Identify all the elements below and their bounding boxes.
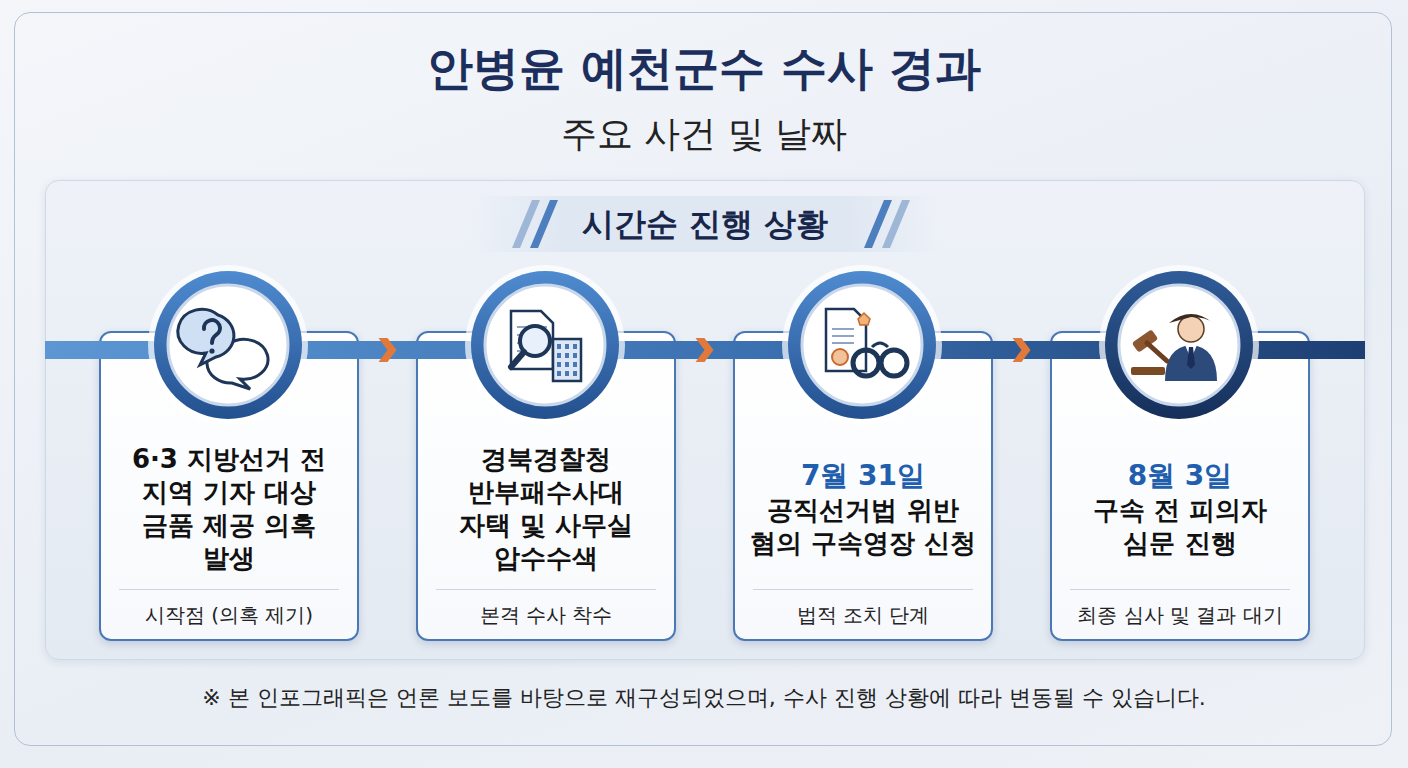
connector-line (676, 341, 733, 359)
handcuff-ring (853, 350, 879, 376)
magnifier-handle (511, 352, 524, 367)
event-card: 시작점 (의혹 제기) 6·3 지방선거 전 지역 기자 대상 금품 제공 의혹 … (99, 331, 359, 641)
arrow-chevron (696, 338, 714, 362)
document-line (832, 328, 854, 330)
circle-halo (1099, 265, 1259, 425)
document-line (832, 335, 854, 337)
connector-line (993, 341, 1050, 359)
document-line (517, 350, 547, 352)
building-window (573, 362, 577, 367)
arrow-chevron (1013, 338, 1031, 362)
handcuff-chain (872, 343, 888, 347)
circle-inner (1119, 285, 1239, 405)
icon-circle (465, 265, 625, 425)
document-line (517, 342, 547, 344)
event-text: 경북경찰청 반부패수사대 자택 및 사무실 압수수색 (455, 443, 637, 575)
card-body: 7월 31일공직선거법 위반 혐의 구속영장 신청 (735, 429, 991, 589)
event-text: 공직선거법 위반 혐의 구속영장 신청 (747, 494, 979, 560)
circle-ring (788, 271, 936, 419)
card-body: 경북경찰청 반부패수사대 자택 및 사무실 압수수색 (418, 429, 674, 589)
document-line (517, 326, 547, 328)
stage-label: 최종 심사 및 결과 대기 (1070, 589, 1290, 640)
building-window (565, 353, 569, 358)
event-card: 최종 심사 및 결과 대기8월 3일구속 전 피의자 심문 진행 (1050, 331, 1310, 641)
circle-halo (782, 265, 942, 425)
stage-label: 본격 수사 착수 (436, 589, 656, 640)
document-icon (826, 309, 866, 371)
slash-mark (882, 200, 910, 248)
gavel-handle (1147, 343, 1167, 361)
card-body: 6·3 지방선거 전 지역 기자 대상 금품 제공 의혹 발생 (101, 429, 357, 589)
band-bar (45, 341, 1365, 359)
flow-connector (676, 338, 733, 362)
circle-inner (802, 285, 922, 405)
person-tie (1187, 347, 1195, 369)
circle-ring (154, 271, 302, 419)
building-window (565, 344, 569, 349)
building-window (565, 371, 569, 376)
event-card: 법적 조치 단계7월 31일공직선거법 위반 혐의 구속영장 신청 (733, 331, 993, 641)
document-icon (511, 311, 553, 369)
event-text: 6·3 지방선거 전 지역 기자 대상 금품 제공 의혹 발생 (113, 443, 345, 575)
timeline-panel: 시간순 진행 상황시작점 (의혹 제기) 6·3 지방선거 전 지역 기자 대상 … (45, 180, 1365, 660)
building-window (573, 371, 577, 376)
question-symbol (204, 320, 220, 343)
building-window (573, 344, 577, 349)
circle-halo (148, 265, 308, 425)
building-window (557, 371, 561, 376)
building-icon (553, 339, 581, 381)
event-date: 8월 3일 (1128, 458, 1233, 494)
circle-halo (465, 265, 625, 425)
person-body (1165, 345, 1217, 381)
speech-bubble (207, 339, 268, 389)
main-title: 안병윤 예천군수 수사 경과 (0, 38, 1408, 98)
card-body: 8월 3일구속 전 피의자 심문 진행 (1052, 429, 1308, 589)
circle-inner (168, 285, 288, 405)
event-date: 7월 31일 (801, 458, 925, 494)
stage-label: 법적 조치 단계 (753, 589, 973, 640)
person-shirt (1185, 345, 1197, 359)
seal-mark (832, 349, 848, 365)
stage-label: 시작점 (의혹 제기) (119, 589, 339, 640)
speech-bubble (178, 309, 234, 365)
circle-inner (485, 285, 605, 405)
circle-ring (471, 271, 619, 419)
document-line (517, 334, 547, 336)
icon-circle (782, 265, 942, 425)
connector-line (359, 341, 416, 359)
slash-mark (864, 200, 892, 248)
arrow-chevron (379, 338, 397, 362)
building-window (557, 344, 561, 349)
person-head (1178, 316, 1204, 342)
building-window (565, 362, 569, 367)
flow-connector (359, 338, 416, 362)
document-line (832, 342, 854, 344)
slash-mark (530, 200, 558, 248)
handcuff-ring (881, 350, 907, 376)
gavel-head (1132, 329, 1159, 353)
question-dot (209, 348, 214, 353)
footnote-caption: ※ 본 인포그래픽은 언론 보도를 바탕으로 재구성되었으며, 수사 진행 상황… (0, 682, 1408, 714)
building-window (557, 353, 561, 358)
panel-heading: 시간순 진행 상황 (46, 199, 1364, 249)
building-window (557, 362, 561, 367)
icon-circle (148, 265, 308, 425)
badge-mark (858, 313, 870, 325)
header-band (470, 196, 940, 252)
circle-ring (1105, 271, 1253, 419)
person-hair (1169, 314, 1213, 323)
slash-mark (512, 200, 540, 248)
event-card: 본격 수사 착수 경북경찰청 반부패수사대 자택 및 사무실 압수수색 (416, 331, 676, 641)
subtitle-label: 주요 사건 및 날짜 (0, 110, 1408, 158)
building-window (573, 353, 577, 358)
flow-connector (993, 338, 1050, 362)
icon-circle (1099, 265, 1259, 425)
magnifier-lens (520, 326, 550, 356)
gavel-base (1131, 367, 1165, 375)
event-text: 구속 전 피의자 심문 진행 (1080, 494, 1280, 560)
